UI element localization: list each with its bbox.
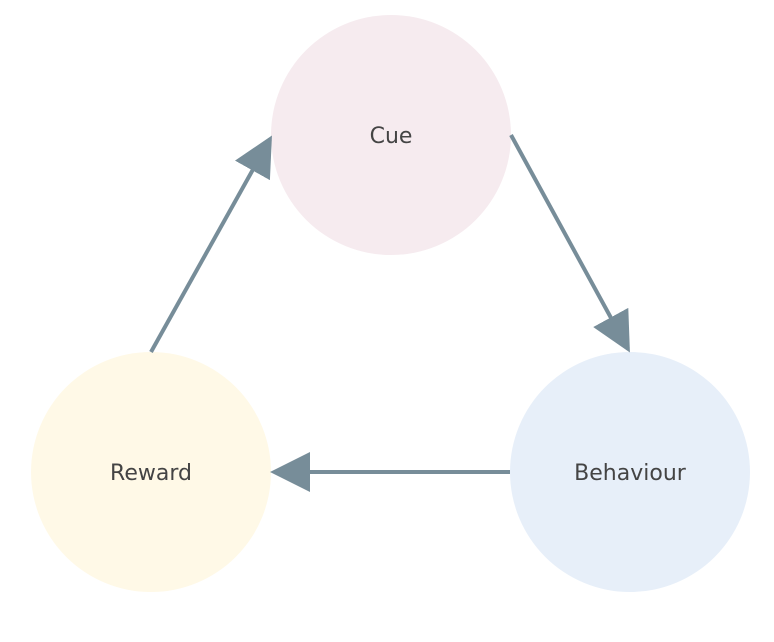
node-behaviour: Behaviour bbox=[510, 352, 750, 592]
node-reward-circle bbox=[31, 352, 271, 592]
node-cue: Cue bbox=[271, 15, 511, 255]
node-cue-circle bbox=[271, 15, 511, 255]
node-reward-label: Reward bbox=[110, 461, 192, 486]
node-behaviour-circle bbox=[510, 352, 750, 592]
arrow-reward-to-cue bbox=[149, 135, 272, 353]
node-behaviour-label: Behaviour bbox=[574, 461, 687, 486]
node-cue-label: Cue bbox=[370, 124, 413, 149]
edges bbox=[149, 134, 630, 492]
arrow-cue-to-behaviour bbox=[509, 134, 630, 353]
node-reward: Reward bbox=[31, 352, 271, 592]
